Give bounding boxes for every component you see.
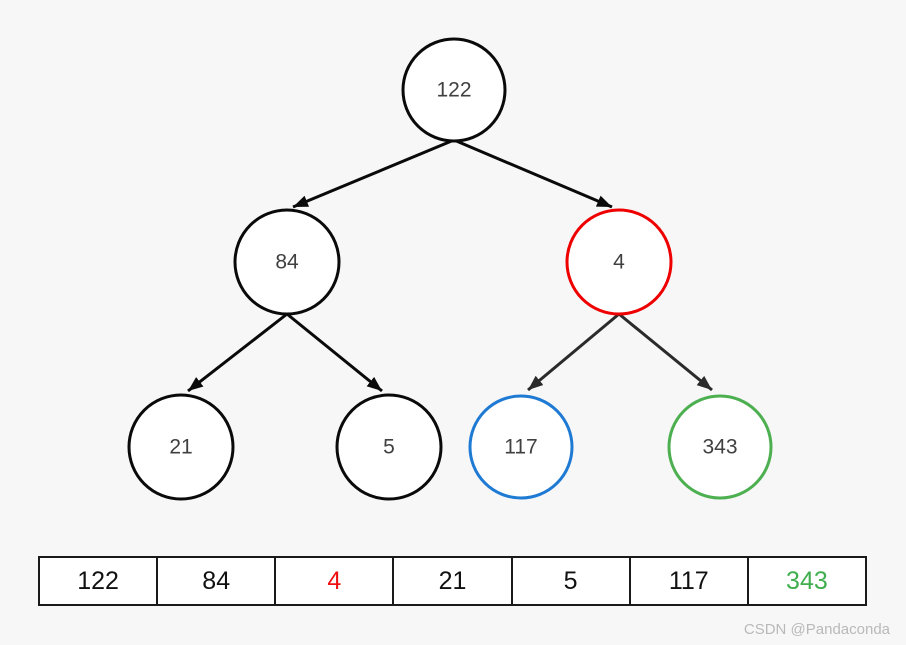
node-circle-84 xyxy=(233,208,341,316)
node-circle-21 xyxy=(127,393,235,501)
tree-node-84: 84 xyxy=(233,208,341,316)
edge-84-5 xyxy=(286,312,383,393)
node-label-84: 84 xyxy=(275,251,299,274)
tree-node-5: 5 xyxy=(335,393,443,501)
node-circle-122 xyxy=(401,37,507,143)
array-cell-5: 117 xyxy=(631,558,749,604)
array-cell-4: 5 xyxy=(513,558,631,604)
array-cell-0: 122 xyxy=(40,558,159,604)
edge-122-4 xyxy=(453,138,613,209)
tree-node-122: 122 xyxy=(401,37,507,143)
edge-4-343 xyxy=(618,312,713,392)
node-circle-5 xyxy=(335,393,443,501)
array-cell-3: 21 xyxy=(394,558,513,604)
tree-node-343: 343 xyxy=(667,394,773,500)
node-circle-4 xyxy=(565,208,673,316)
tree-node-4: 4 xyxy=(565,208,673,316)
node-label-117: 117 xyxy=(504,436,537,459)
node-label-21: 21 xyxy=(169,436,192,459)
node-label-122: 122 xyxy=(436,79,471,102)
tree-node-117: 117 xyxy=(468,394,574,500)
node-label-343: 343 xyxy=(702,436,737,459)
array-representation: 122 84 4 21 5 117 343 xyxy=(38,556,867,606)
node-circle-117 xyxy=(468,394,574,500)
edge-4-117 xyxy=(527,312,620,392)
node-label-4: 4 xyxy=(613,251,625,274)
tree-node-21: 21 xyxy=(127,393,235,501)
array-cell-6: 343 xyxy=(786,566,828,595)
edge-84-21 xyxy=(187,312,288,393)
array-cell-2: 4 xyxy=(276,558,395,604)
array-cell-1: 84 xyxy=(158,558,277,604)
node-label-5: 5 xyxy=(383,436,395,459)
watermark-text: CSDN @Pandaconda xyxy=(743,621,890,638)
node-circle-343 xyxy=(667,394,773,500)
edge-122-84 xyxy=(292,138,455,209)
